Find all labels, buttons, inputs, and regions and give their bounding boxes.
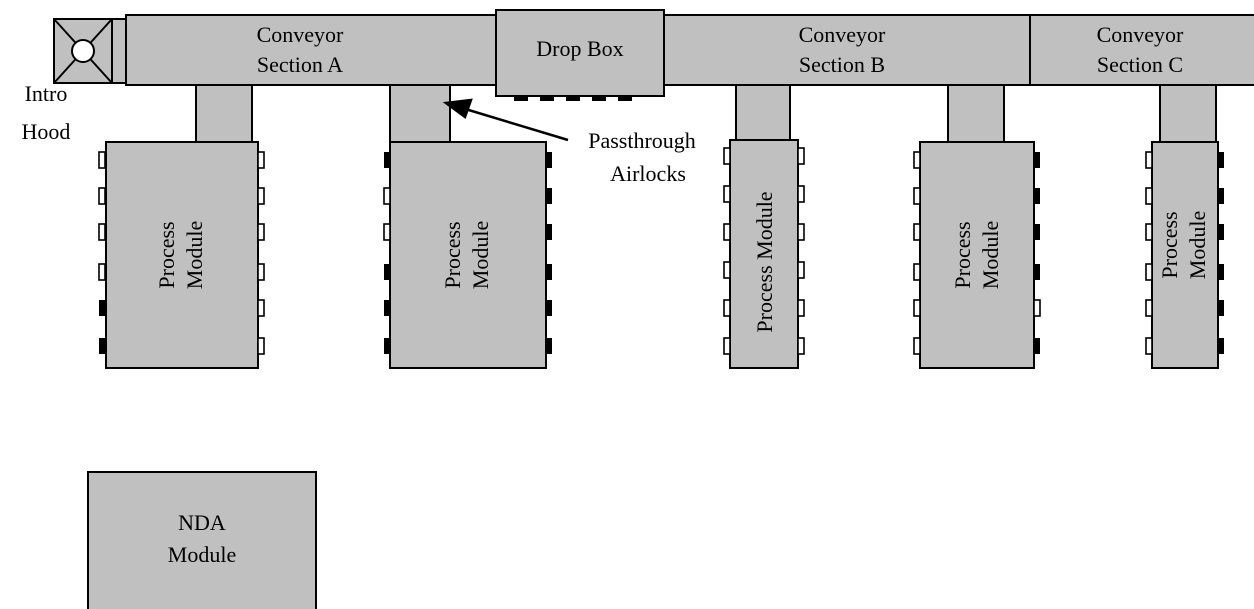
passthrough-label-line1: Passthrough [588, 128, 696, 153]
intro-hood [53, 18, 127, 84]
nda-module [87, 471, 317, 609]
passthrough-label-line2: Airlocks [610, 161, 686, 186]
process-module-2-line2: Module [468, 221, 493, 289]
process-module-5: Process Module [1145, 141, 1224, 369]
process-module-1: Process Module [98, 141, 265, 369]
process-module-5-line1: Process [1157, 211, 1182, 278]
process-module-4-line1: Process [950, 221, 975, 288]
conveyor-section-b-line2: Section B [799, 52, 885, 77]
conveyor-section-b-line1: Conveyor [799, 22, 886, 47]
drop-box [495, 9, 665, 97]
process-module-4-line2: Module [978, 221, 1003, 289]
process-module-5-line2: Module [1185, 211, 1210, 279]
drop-box-label: Drop Box [536, 36, 623, 61]
passthrough-airlock-3 [735, 84, 791, 142]
conveyor-section-c-line1: Conveyor [1097, 22, 1184, 47]
drop-box-ports [514, 96, 632, 101]
process-module-2: Process Module [383, 141, 552, 369]
passthrough-arrow-line [461, 106, 569, 142]
passthrough-arrow-head [442, 98, 473, 120]
process-module-2-line1: Process [440, 221, 465, 288]
passthrough-airlock-5 [1159, 84, 1217, 144]
passthrough-airlock-1 [195, 84, 253, 144]
nda-module-line2: Module [168, 542, 236, 567]
nda-module-line1: NDA [178, 510, 226, 535]
process-module-3: Process Module [723, 139, 805, 369]
conveyor-section-a-line1: Conveyor [257, 22, 344, 47]
process-module-1-line2: Module [182, 221, 207, 289]
passthrough-airlock-2 [389, 84, 451, 144]
conveyor-section-a [125, 14, 497, 86]
passthrough-airlock-4 [947, 84, 1005, 144]
intro-hood-label-line1: Intro [25, 81, 68, 106]
process-module-1-line1: Process [154, 221, 179, 288]
process-module-3-line1: Process Module [752, 191, 777, 332]
process-module-4: Process Module [913, 141, 1041, 369]
intro-hood-label-line2: Hood [22, 119, 71, 144]
conveyor-section-c [1029, 14, 1254, 86]
conveyor-section-a-line2: Section A [257, 52, 343, 77]
conveyor-section-c-line2: Section C [1097, 52, 1183, 77]
